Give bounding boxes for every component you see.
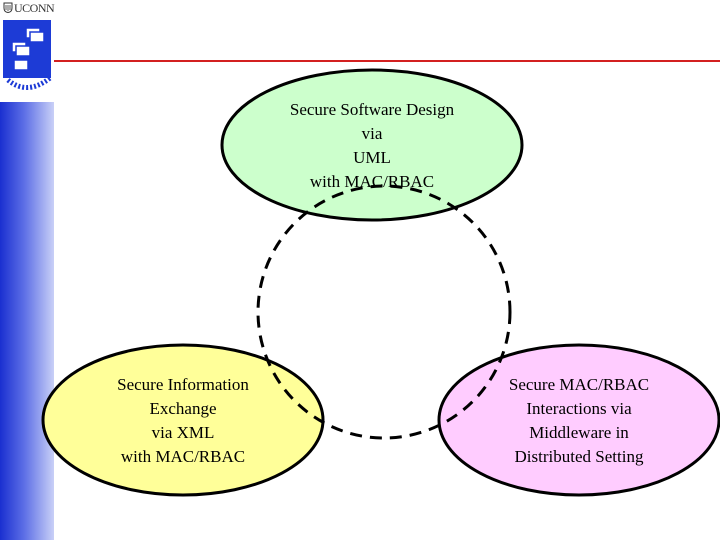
middleware-ellipse	[437, 343, 720, 497]
design-label-line-3: UML	[353, 148, 391, 167]
exchange-label-line-2: Exchange	[149, 399, 217, 418]
org-name: UCONN	[14, 1, 55, 15]
design-ellipse	[220, 68, 524, 222]
crest-icon	[3, 2, 13, 13]
middleware-label: Secure MAC/RBAC Interactions via Middlew…	[469, 373, 689, 469]
middleware-label-line-1: Secure MAC/RBAC	[508, 375, 650, 394]
design-label-line-1: Secure Software Design	[289, 100, 455, 119]
design-label-line-4: with MAC/RBAC	[309, 172, 435, 191]
exchange-label-line-3: via XML	[151, 423, 215, 442]
middleware-label-line-4: Distributed Setting	[514, 447, 644, 466]
network-logo-icon	[3, 20, 52, 90]
middleware-label-line-3: Middleware in	[529, 423, 629, 442]
middleware-label-line-2: Interactions via	[526, 399, 632, 418]
design-label-line-2: via	[361, 124, 383, 143]
overlap-dashed-circle	[256, 184, 512, 440]
exchange-label-line-1: Secure Information	[117, 375, 249, 394]
exchange-label-line-4: with MAC/RBAC	[120, 447, 246, 466]
exchange-ellipse	[41, 343, 325, 497]
logo-area: UCONN	[0, 0, 55, 102]
exchange-label: Secure Information Exchange via XML with…	[73, 373, 293, 469]
design-label: Secure Software Design via UML with MAC/…	[252, 98, 492, 194]
header-divider	[54, 60, 720, 62]
